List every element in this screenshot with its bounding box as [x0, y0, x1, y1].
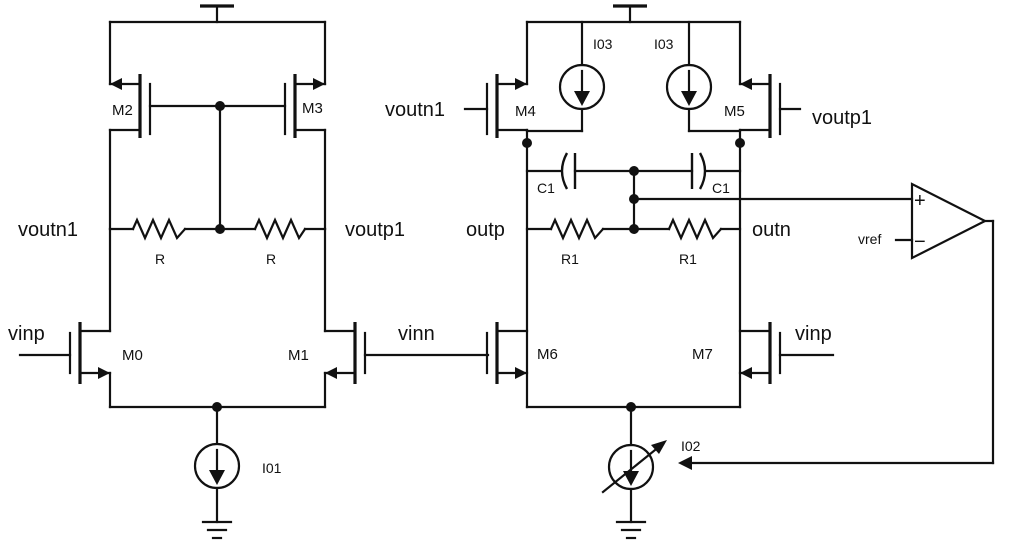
- transistor-m1: [323, 227, 490, 409]
- opamp: [678, 182, 995, 470]
- label-voutn1-left: voutn1: [18, 219, 78, 241]
- transistor-m3: [218, 74, 327, 231]
- resistor-r-left: [131, 217, 187, 241]
- current-source-i03-left: [525, 20, 606, 133]
- current-source-i01: [193, 442, 241, 524]
- label-r-left: R: [155, 251, 165, 267]
- transistor-m0: [18, 227, 112, 409]
- label-outp: outp: [466, 219, 505, 241]
- label-opamp-minus: −: [914, 231, 926, 253]
- label-voutp1-right: voutp1: [812, 107, 872, 129]
- label-voutn1-right: voutn1: [385, 99, 445, 121]
- capacitor-c1-left: [560, 152, 577, 190]
- label-outn: outn: [752, 219, 791, 241]
- transistor-m5: [738, 74, 802, 409]
- current-source-i02: [601, 440, 667, 524]
- label-r-right: R: [266, 251, 276, 267]
- label-m0: M0: [122, 347, 143, 364]
- label-m1: M1: [288, 347, 309, 364]
- label-m5: M5: [724, 103, 745, 120]
- label-m3: M3: [302, 100, 323, 117]
- label-i03-right: I03: [654, 36, 674, 52]
- label-vinp-left: vinp: [8, 323, 45, 345]
- label-vinn: vinn: [398, 323, 435, 345]
- label-r1-left: R1: [561, 251, 579, 267]
- transistor-m4: [463, 74, 529, 409]
- label-c1-left: C1: [537, 180, 555, 196]
- label-vinp-right: vinp: [795, 323, 832, 345]
- right-stage: [463, 4, 995, 540]
- label-i02: I02: [681, 438, 701, 454]
- label-i03-left: I03: [593, 36, 613, 52]
- label-m2: M2: [112, 102, 133, 119]
- resistor-r-right: [253, 217, 307, 241]
- ground-symbol-left: [201, 520, 233, 540]
- label-vref: vref: [858, 231, 881, 247]
- ground-symbol-right: [615, 520, 647, 540]
- current-source-i03-right: [665, 20, 742, 133]
- label-c1-right: C1: [712, 180, 730, 196]
- transistor-m6: [485, 322, 529, 384]
- label-i01: I01: [262, 460, 282, 476]
- label-voutp1-left: voutp1: [345, 219, 405, 241]
- left-stage: [18, 4, 490, 540]
- label-r1-right: R1: [679, 251, 697, 267]
- label-m6: M6: [537, 346, 558, 363]
- label-m7: M7: [692, 346, 713, 363]
- label-m4: M4: [515, 103, 536, 120]
- transistor-m7: [738, 322, 835, 384]
- resistor-r1-left: [549, 217, 605, 241]
- transistor-m2: [108, 74, 222, 231]
- label-opamp-plus: +: [914, 190, 926, 212]
- resistor-r1-right: [667, 217, 723, 241]
- capacitor-c1-right: [690, 152, 707, 190]
